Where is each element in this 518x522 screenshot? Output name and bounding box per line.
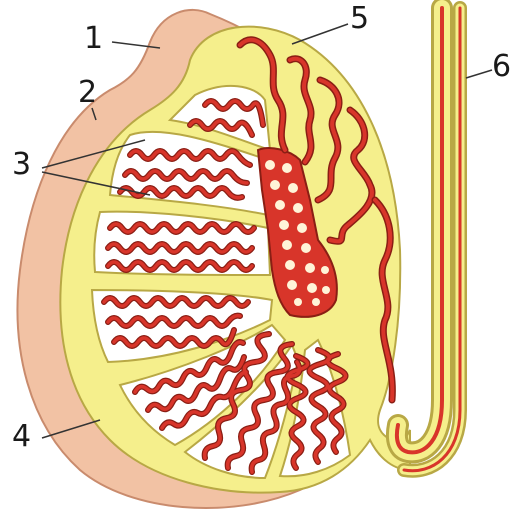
callout-label-2: 2 (78, 78, 97, 108)
callout-label-6: 6 (492, 52, 511, 82)
callout-label-5: 5 (350, 4, 369, 34)
leader-line-6 (466, 70, 492, 78)
callout-label-4: 4 (12, 422, 31, 452)
ductus-deferens (397, 8, 460, 471)
callout-label-3: 3 (12, 150, 31, 180)
leader-line-5 (292, 24, 348, 44)
callout-label-1: 1 (84, 24, 103, 54)
